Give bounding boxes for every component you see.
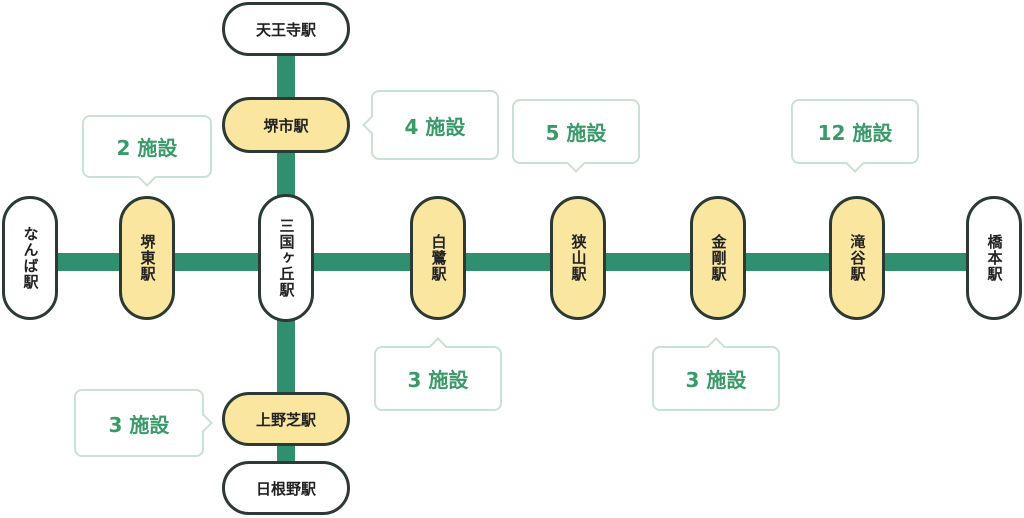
facility-count-sayama: 5 施設 — [512, 99, 640, 173]
station-label: 滝谷駅 — [848, 234, 867, 282]
station-hineno[interactable]: 日根野駅 — [222, 461, 350, 515]
station-shirasagi[interactable]: 白鷺駅 — [410, 196, 466, 320]
station-label: 橋本駅 — [985, 234, 1004, 282]
station-label: 堺市駅 — [263, 116, 309, 135]
station-takidani[interactable]: 滝谷駅 — [829, 196, 885, 320]
callout-pointer — [428, 337, 448, 357]
facility-count-sakai: 4 施設 — [362, 90, 499, 160]
facility-count-uenoshiba: 3 施設 — [74, 389, 213, 457]
callout-pointer — [193, 413, 213, 433]
facility-count-label: 3 施設 — [108, 412, 170, 437]
station-sakaihigashi[interactable]: 堺東駅 — [119, 196, 175, 320]
facility-count-kongo: 3 施設 — [652, 337, 780, 411]
callout-pointer — [706, 337, 726, 357]
facility-count-label: 2 施設 — [116, 136, 178, 160]
facility-count-takidani: 12 施設 — [791, 99, 919, 173]
station-kongo[interactable]: 金剛駅 — [690, 196, 746, 320]
callout-pointer — [362, 115, 382, 135]
station-label: 上野芝駅 — [255, 410, 316, 429]
station-label: 天王寺駅 — [255, 20, 316, 39]
facility-count-sakaihigashi: 2 施設 — [82, 115, 212, 187]
station-sayama[interactable]: 狭山駅 — [550, 196, 606, 320]
facility-count-label: 5 施設 — [545, 121, 607, 145]
facility-count-label: 12 施設 — [817, 121, 893, 145]
station-label: 狭山駅 — [569, 234, 588, 282]
station-label: 日根野駅 — [255, 479, 316, 498]
facility-count-label: 3 施設 — [685, 368, 747, 392]
station-hashimoto[interactable]: 橋本駅 — [966, 196, 1022, 320]
station-label: 金剛駅 — [709, 234, 728, 282]
station-label: なんば駅 — [21, 226, 40, 290]
station-label: 堺東駅 — [138, 234, 157, 282]
facility-count-shirasagi: 3 施設 — [374, 337, 502, 411]
station-sakai[interactable]: 堺市駅 — [222, 97, 350, 153]
station-label: 三国ヶ丘駅 — [277, 218, 296, 298]
facility-count-label: 4 施設 — [404, 114, 466, 139]
facility-count-label: 3 施設 — [407, 368, 469, 392]
callout-pointer — [137, 167, 157, 187]
callout-pointer — [566, 153, 586, 173]
station-namba[interactable]: なんば駅 — [2, 196, 58, 320]
station-label: 白鷺駅 — [429, 234, 448, 282]
station-mikunigaoka[interactable]: 三国ヶ丘駅 — [258, 194, 314, 322]
station-uenoshiba[interactable]: 上野芝駅 — [222, 392, 350, 446]
callout-pointer — [845, 153, 865, 173]
station-tennoji[interactable]: 天王寺駅 — [222, 2, 350, 56]
